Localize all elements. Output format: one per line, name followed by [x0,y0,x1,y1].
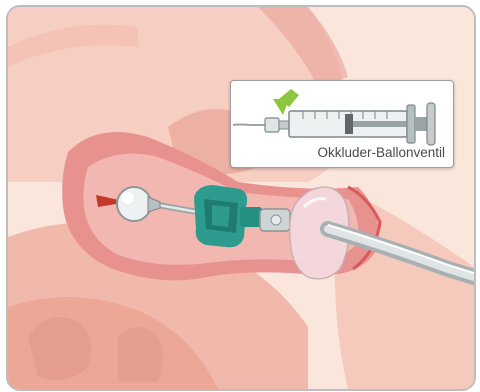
illustration-frame: Okkluder-Ballonventil [6,5,476,391]
anatomy-illustration [8,7,474,389]
callout-box: Okkluder-Ballonventil [230,80,454,168]
occluder-ball [117,187,151,221]
callout-label: Okkluder-Ballonventil [231,145,445,160]
